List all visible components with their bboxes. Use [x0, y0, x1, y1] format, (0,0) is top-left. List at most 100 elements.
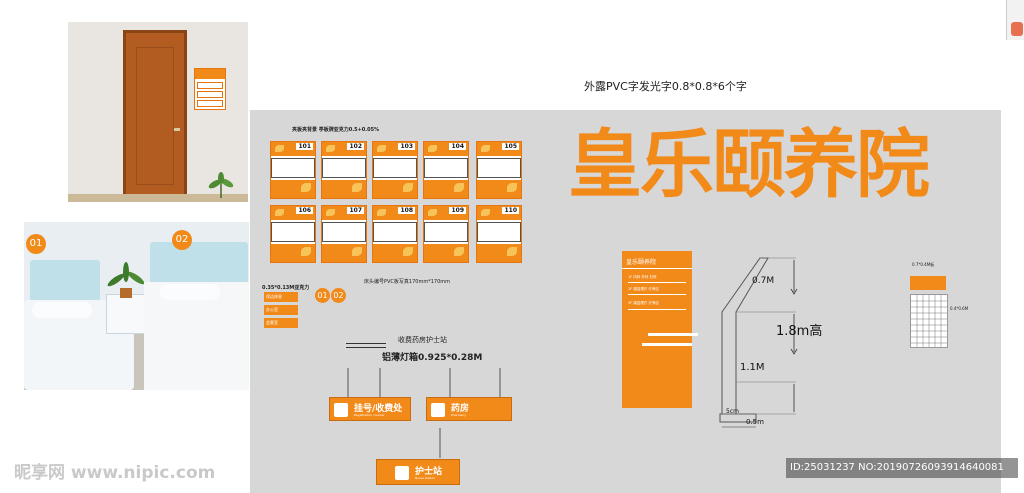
name-slot [477, 222, 521, 242]
pharmacy-sign: 药房 Pharmacy [426, 397, 512, 421]
dim-width: 0.5m [746, 418, 764, 426]
plant-icon [208, 172, 234, 198]
brand-title: 皇乐颐养院 [568, 122, 930, 208]
door-photo [68, 22, 248, 202]
room-card: 101 [270, 141, 316, 199]
room-number: 109 [449, 207, 466, 214]
nurse-icon [395, 466, 409, 480]
room-card: 104 [423, 141, 469, 199]
room-card: 105 [476, 141, 522, 199]
dim-top: 0.7M [752, 276, 775, 286]
watermark-left: 昵享网 www.nipic.com [14, 463, 216, 483]
sign-label: 药房 [451, 404, 470, 414]
panel-title: 皇乐颐养院 [626, 259, 657, 266]
door-sign-row [197, 91, 223, 98]
room-number: 106 [296, 207, 313, 214]
name-slot [424, 222, 468, 242]
sign-label: 挂号/收费处 [354, 404, 403, 414]
divider [346, 347, 386, 348]
name-slot [373, 158, 417, 178]
room-card: 108 [372, 205, 418, 263]
room-number: 104 [449, 143, 466, 150]
divider [346, 343, 386, 344]
leaf-icon [481, 145, 490, 152]
bed-number-badge: 01 [315, 288, 330, 303]
door-knob [174, 128, 180, 131]
corner-thumbnail [1006, 0, 1024, 40]
pillow [32, 302, 92, 318]
grid-note: 0.7*0.4M板 [912, 262, 935, 267]
room-sign-note: 夹板夹背景 亭板牌亚克力0.5+0.05% [292, 127, 380, 133]
bed [144, 282, 249, 390]
divider [628, 282, 686, 283]
room-number: 108 [398, 207, 415, 214]
room-number: 103 [398, 143, 415, 150]
name-slot [424, 158, 468, 178]
bed-number-badge: 02 [331, 288, 346, 303]
grid-table [910, 294, 948, 348]
room-card: 103 [372, 141, 418, 199]
hanging-title: 收费药房护士站 [398, 336, 447, 344]
leaf-icon [301, 183, 311, 192]
leaf-icon [326, 145, 335, 152]
door-sign-header [195, 69, 225, 79]
leaf-icon [301, 247, 311, 256]
leaf-icon [352, 183, 362, 192]
leaf-icon [507, 183, 517, 192]
leaf-icon [454, 183, 464, 192]
room-card: 106 [270, 205, 316, 263]
small-tag: 办公室 [264, 305, 298, 315]
panel-item: 3F 康复理疗 疗养区 [628, 301, 659, 305]
bed-badge: 02 [172, 230, 192, 250]
divider [622, 268, 692, 269]
room-number: 102 [347, 143, 364, 150]
panel-item: 2F 康复理疗 疗养区 [628, 287, 659, 291]
leaf-icon [275, 145, 284, 152]
door-illustration [123, 30, 187, 202]
corner-icon [1011, 22, 1023, 36]
dim-height: 1.8m高 [776, 324, 823, 339]
dim-base: 5cm [726, 408, 739, 415]
leaf-icon [428, 209, 437, 216]
room-card: 102 [321, 141, 367, 199]
name-slot [477, 158, 521, 178]
hanging-lines [347, 368, 501, 458]
door-sign-row [197, 100, 223, 107]
pvc-note: 外露PVC字发光字0.8*0.8*6个字 [584, 80, 747, 93]
grid-header [910, 276, 946, 290]
name-slot [322, 158, 366, 178]
leaf-icon [428, 145, 437, 152]
sign-sublabel: Nurse station [415, 476, 436, 480]
hanging-size: 铝薄灯箱0.925*0.28M [382, 353, 483, 363]
divider [628, 294, 686, 295]
dimension-drawing [719, 257, 798, 428]
potted-plant-icon [107, 262, 145, 298]
dim-mid: 1.1M [740, 362, 765, 373]
floor [68, 194, 248, 202]
watermark-id: ID:25031237 NO:20190726093914640081 [790, 462, 1004, 473]
sign-sublabel: Pharmacy [451, 413, 466, 417]
panel-stripe [642, 343, 692, 346]
grid-note-2: 0.4*0.6M [950, 306, 969, 311]
room-number: 105 [502, 143, 519, 150]
leaf-icon [352, 247, 362, 256]
pillow [160, 284, 220, 300]
pharmacy-icon [431, 403, 445, 417]
registration-sign: 挂号/收费处 Registration counter [329, 397, 411, 421]
room-card: 110 [476, 205, 522, 263]
watermark-id-bg [786, 458, 1018, 478]
name-slot [271, 222, 315, 242]
door-panel [136, 47, 174, 185]
nurse-station-sign: 护士站 Nurse station [376, 459, 460, 485]
divider [628, 309, 686, 310]
leaf-icon [326, 209, 335, 216]
leaf-icon [377, 145, 386, 152]
room-card: 109 [423, 205, 469, 263]
acrylic-note: 0.35*0.13M亚克力 [262, 285, 310, 291]
room-number: 101 [296, 143, 313, 150]
directory-panel: 皇乐颐养院 1F 内科 外科 妇科 2F 康复理疗 疗养区 3F 康复理疗 疗养… [622, 251, 698, 408]
name-slot [271, 158, 315, 178]
bed-card-note: 床头编号PVC板写真170mm*170mm [364, 279, 450, 285]
room-photo: 01 02 [24, 222, 249, 390]
leaf-icon [507, 247, 517, 256]
